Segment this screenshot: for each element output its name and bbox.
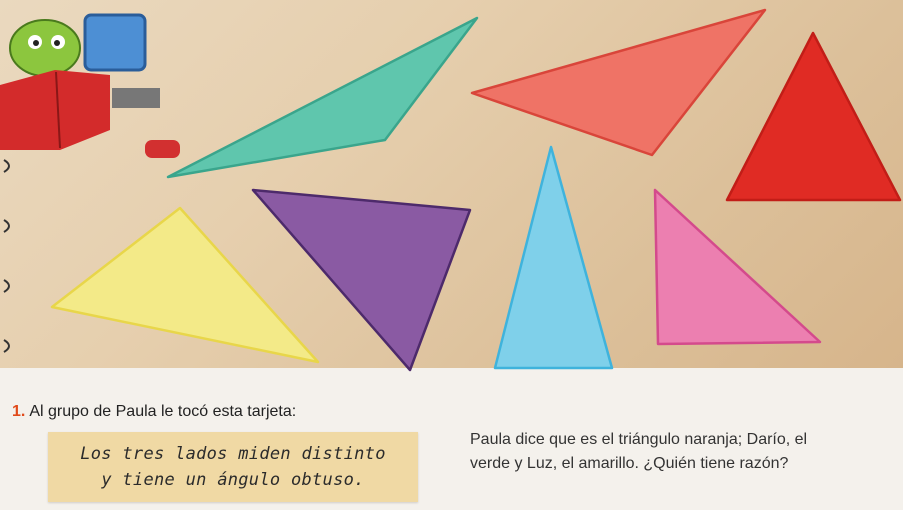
mouse-icon — [145, 140, 180, 158]
paper-torn-edge — [0, 368, 903, 408]
triangles-illustration — [50, 8, 902, 372]
mascot-head — [9, 19, 81, 77]
clue-line-2: y tiene un ángulo obtuso. — [101, 470, 365, 490]
red-triangle — [725, 31, 902, 202]
mascot-illustration — [0, 13, 180, 158]
question-line-2: verde y Luz, el amarillo. ¿Quién tiene r… — [470, 455, 789, 472]
purple-triangle — [251, 188, 472, 372]
clue-line-1: Los tres lados miden distinto — [80, 444, 386, 464]
pink-triangle — [653, 188, 822, 346]
task-instruction: 1.Al grupo de Paula le tocó esta tarjeta… — [12, 403, 296, 421]
question-line-1: Paula dice que es el triángulo naranja; … — [470, 431, 808, 448]
task-number: 1. — [12, 403, 26, 420]
green-triangle — [166, 16, 479, 179]
orange-triangle — [470, 8, 767, 157]
yellow-triangle — [50, 206, 320, 364]
keyboard-icon — [112, 88, 160, 108]
task-text: Al grupo de Paula le tocó esta tarjeta: — [29, 403, 297, 420]
clue-card: Los tres lados miden distinto y tiene un… — [48, 432, 418, 502]
question-text: Paula dice que es el triángulo naranja; … — [470, 428, 890, 476]
blue-triangle — [493, 145, 614, 370]
red-book-icon — [0, 70, 110, 150]
computer-monitor-icon — [83, 13, 147, 72]
binding-rings — [3, 159, 10, 353]
